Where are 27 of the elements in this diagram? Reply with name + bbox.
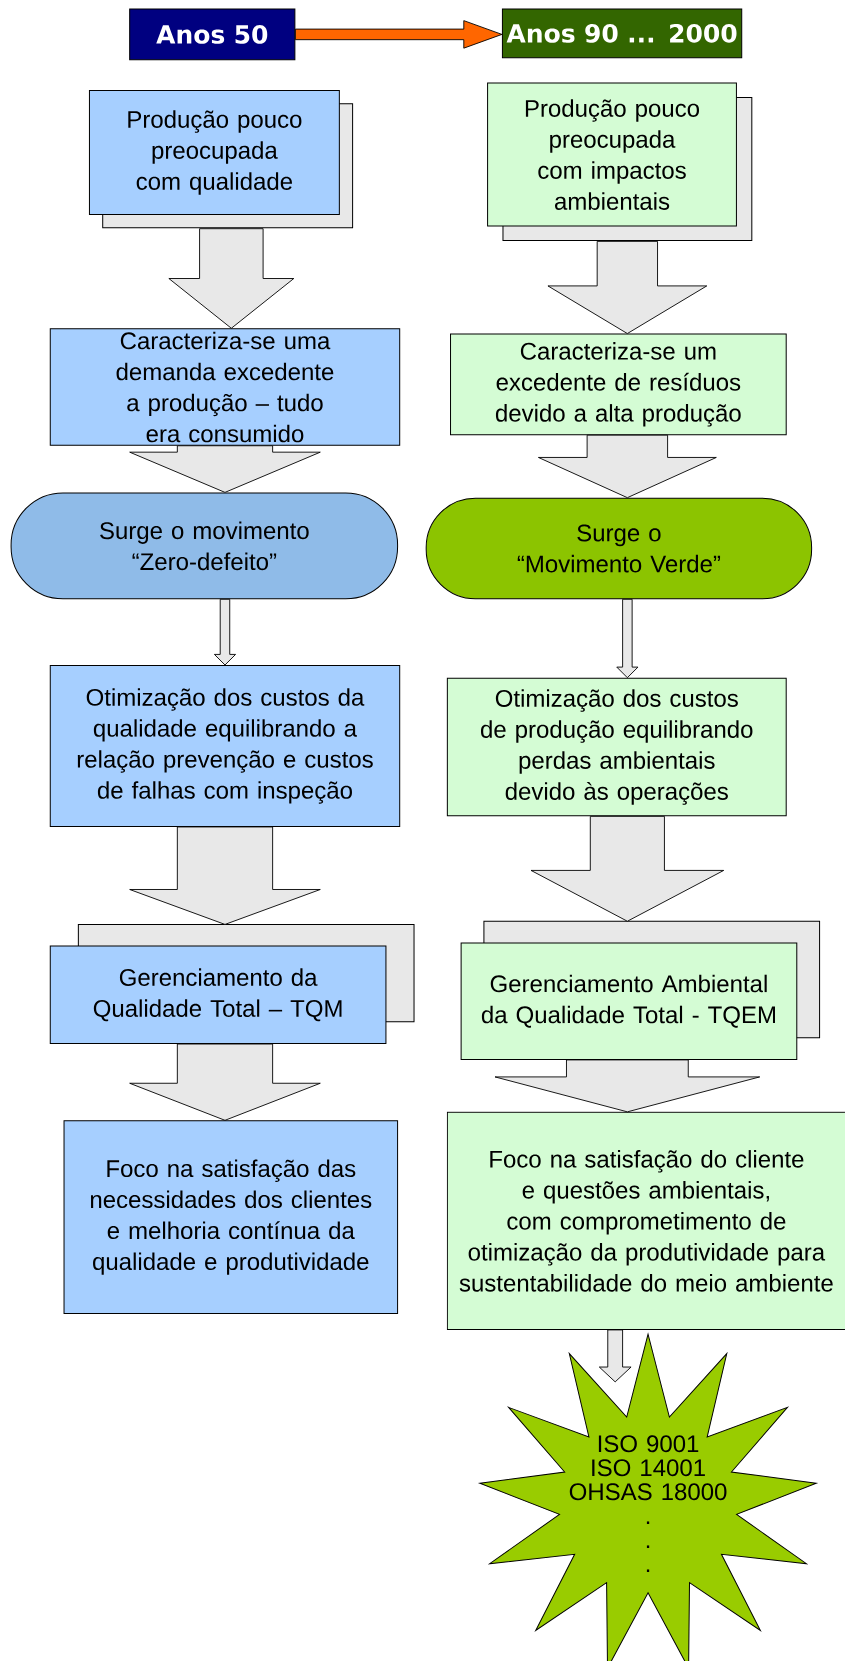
process-box: Produção pouco preocupada com qualidade [88, 90, 354, 229]
arrow [213, 598, 237, 666]
arrow [547, 240, 708, 334]
process-box: Foco na satisfação das necessidades dos clientes e melhoria contínua da qualidade e produtividade [63, 1120, 399, 1315]
arrow [537, 434, 717, 499]
arrow [616, 598, 639, 679]
arrow [294, 20, 503, 49]
process-box: Caracteriza-se uma demanda excedente a produção – tudo era consumido [49, 328, 401, 446]
process-box: Gerenciamento da Qualidade Total – TQM [49, 923, 415, 1045]
process-box: Produção pouco preocupada com impactos ambientais [487, 82, 753, 241]
rounded-box: Surge o movimento “Zero-defeito” [10, 492, 399, 600]
process-box: Foco na satisfação do cliente e questões ambientais, com comprometimento de otimização da produtividade para sustentabilidade do meio ambiente [446, 1111, 845, 1330]
period-box: Anos 90 ... 2000 [501, 8, 743, 59]
arrow [494, 1059, 761, 1113]
process-box: Otimização dos custos de produção equilibrando perdas ambientais devido às operações [446, 677, 787, 817]
arrow [129, 1043, 321, 1121]
process-box: Otimização dos custos da qualidade equilibrando a relação prevenção e custos de falhas com inspeção [49, 665, 401, 827]
standards-star: ISO 9001 ISO 14001 OHSAS 18000 . . . [479, 1333, 817, 1661]
period-box: Anos 50 [129, 8, 296, 61]
process-box: Gerenciamento Ambiental da Qualidade Total - TQEM [460, 920, 821, 1060]
rounded-box: Surge o “Movimento Verde” [425, 497, 813, 600]
arrow [598, 1329, 632, 1383]
arrow [530, 815, 725, 922]
arrow [129, 826, 321, 925]
process-box: Caracteriza-se um excedente de resíduos devido a alta produção [450, 333, 787, 436]
arrow [129, 445, 321, 493]
arrow [168, 228, 295, 329]
